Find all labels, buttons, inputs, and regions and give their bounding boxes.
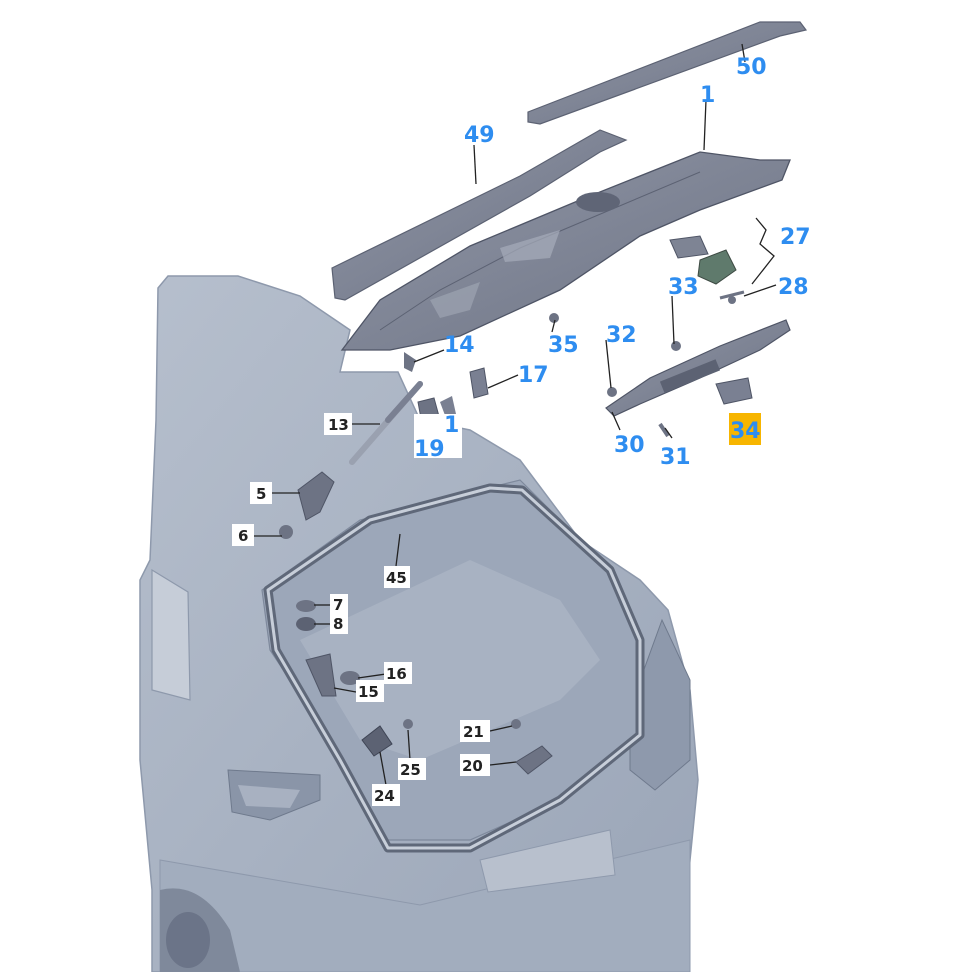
callout-1-secondary: 1 [444, 413, 459, 438]
part-34-switch [715, 377, 753, 405]
part-15-16-striker [305, 653, 360, 697]
part-13-gas-strut [349, 381, 423, 465]
part-17-bracket [469, 367, 489, 399]
callout-34-highlight [729, 413, 761, 445]
callout-24: 24 [374, 787, 395, 805]
callout-5: 5 [256, 485, 266, 503]
callout-34: 34 [730, 419, 761, 444]
callout-6: 6 [238, 527, 248, 545]
callout-1: 1 [700, 83, 715, 108]
callout-14: 14 [444, 333, 475, 358]
callout-13: 13 [328, 416, 349, 434]
callouts-dark: 13 5 6 45 7 8 16 15 21 20 25 24 [232, 413, 490, 806]
leader-lines [254, 43, 777, 786]
callout-50: 50 [736, 55, 767, 80]
part-1-tailgate-trim-panel [340, 151, 791, 351]
callout-17: 17 [518, 363, 549, 388]
part-49-trim-strip [331, 129, 628, 301]
callout-32: 32 [606, 323, 637, 348]
callout-49: 49 [464, 123, 495, 148]
part-27-28-camera-unit [669, 235, 745, 304]
part-20-21-bumper-stop [511, 719, 553, 775]
callout-28: 28 [778, 275, 809, 300]
callout-20: 20 [462, 757, 483, 775]
part-7-8-buffers [296, 600, 316, 631]
part-5-hinge [297, 471, 335, 521]
callout-31: 31 [660, 445, 691, 470]
callout-45: 45 [386, 569, 407, 587]
callout-19: 19 [414, 437, 445, 462]
callout-8: 8 [333, 615, 343, 633]
part-24-25-latch [361, 719, 413, 757]
part-50-trim-strip [527, 21, 808, 125]
callout-35: 35 [548, 333, 579, 358]
callout-25: 25 [400, 761, 421, 779]
callout-15: 15 [358, 683, 379, 701]
callout-30: 30 [614, 433, 645, 458]
callout-7: 7 [333, 596, 343, 614]
callouts-blue: 50 1 49 27 28 33 32 35 14 17 1 19 30 31 … [414, 55, 811, 470]
callout-16: 16 [386, 665, 407, 683]
vehicle-body [139, 275, 699, 972]
part-6-bolt [279, 525, 293, 539]
part-30-handle-cover [605, 319, 791, 417]
callout-27: 27 [780, 225, 811, 250]
callout-33: 33 [668, 275, 699, 300]
callout-21: 21 [463, 723, 484, 741]
